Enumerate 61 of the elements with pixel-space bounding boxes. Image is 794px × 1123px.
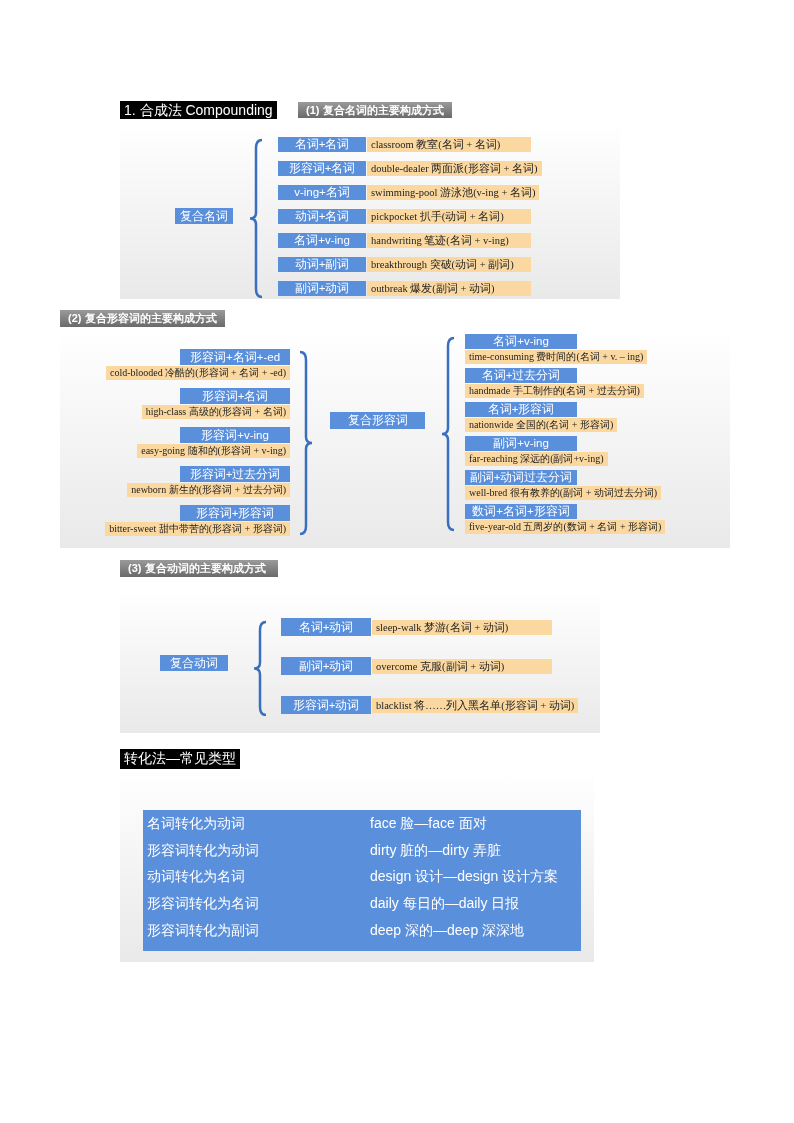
section-heading-bar: (2) 复合形容词的主要构成方式 <box>60 310 225 327</box>
example-box: newborn 新生的(形容词 + 过去分词) <box>127 483 290 497</box>
pattern-box: v-ing+名词 <box>278 185 366 200</box>
pattern-box: 形容词+名词 <box>278 161 366 176</box>
example-text: daily 每日的—daily 日报 <box>370 895 520 914</box>
pattern-box: 名词+v-ing <box>278 233 366 248</box>
pattern-box: 形容词+v-ing <box>180 427 290 443</box>
example-box: well-bred 很有教养的(副词 + 动词过去分词) <box>465 486 662 500</box>
example-box: handwriting 笔迹(名词 + v-ing) <box>367 233 531 248</box>
pattern-box: 形容词+名词+-ed <box>180 349 290 365</box>
pattern-box: 副词+v-ing <box>465 436 577 451</box>
pattern-box: 名词+v-ing <box>465 334 577 349</box>
section-heading-bar: (1) 复合名词的主要构成方式 <box>298 102 452 118</box>
pattern-box: 形容词+名词 <box>180 388 290 404</box>
pattern-box: 形容词+动词 <box>281 696 371 714</box>
rule-text: 动词转化为名词 <box>147 868 245 887</box>
example-text: deep 深的—deep 深深地 <box>370 921 525 940</box>
example-box: high-class 高级的(形容词 + 名词) <box>141 405 290 419</box>
example-box: pickpocket 扒手(动词 + 名词) <box>367 209 531 224</box>
pattern-box: 副词+动词过去分词 <box>465 470 577 485</box>
example-box: overcome 克服(副词 + 动词) <box>372 659 552 674</box>
pattern-box: 动词+名词 <box>278 209 366 224</box>
conversion-table <box>143 810 581 951</box>
pattern-box: 名词+名词 <box>278 137 366 152</box>
pattern-box: 复合动词 <box>160 655 228 671</box>
pattern-box: 动词+副词 <box>278 257 366 272</box>
example-box: nationwide 全国的(名词 + 形容词) <box>465 418 618 432</box>
example-box: time-consuming 费时间的(名词 + v. – ing) <box>465 350 648 364</box>
example-box: cold-blooded 冷酷的(形容词 + 名词 + -ed) <box>106 366 290 380</box>
example-box: classroom 教室(名词 + 名词) <box>367 137 531 152</box>
rule-text: 形容词转化为副词 <box>147 921 259 940</box>
example-text: dirty 脏的—dirty 弄脏 <box>370 841 501 860</box>
pattern-box: 副词+动词 <box>281 657 371 675</box>
pattern-box: 复合名词 <box>175 208 233 224</box>
pattern-box: 数词+名词+形容词 <box>465 504 577 519</box>
example-box: far-reaching 深远的(副词+v-ing) <box>465 452 608 466</box>
example-box: swimming-pool 游泳池(v-ing + 名词) <box>367 185 540 200</box>
example-box: bitter-sweet 甜中带苦的(形容词 + 形容词) <box>105 522 290 536</box>
pattern-box: 复合形容词 <box>330 412 425 429</box>
example-box: handmade 手工制作的(名词 + 过去分词) <box>465 384 644 398</box>
pattern-box: 形容词+形容词 <box>180 505 290 521</box>
title-bar: 1. 合成法 Compounding <box>120 101 277 119</box>
pattern-box: 名词+动词 <box>281 618 371 636</box>
rule-text: 名词转化为动词 <box>147 815 245 833</box>
section-heading-bar: (3) 复合动词的主要构成方式 <box>120 560 278 577</box>
pattern-box: 名词+形容词 <box>465 402 577 417</box>
pattern-box: 形容词+过去分词 <box>180 466 290 482</box>
title-bar: 转化法—常见类型 <box>120 749 240 769</box>
pattern-box: 名词+过去分词 <box>465 368 577 383</box>
example-box: double-dealer 两面派(形容词 + 名词) <box>367 161 542 176</box>
example-text: design 设计—design 设计方案 <box>370 868 559 887</box>
rule-text: 形容词转化为名词 <box>147 895 259 914</box>
example-box: outbreak 爆发(副词 + 动词) <box>367 281 531 296</box>
example-box: easy-going 随和的(形容词 + v-ing) <box>137 444 290 458</box>
pattern-box: 副词+动词 <box>278 281 366 296</box>
example-box: five-year-old 五周岁的(数词 + 名词 + 形容词) <box>465 520 666 534</box>
example-box: sleep-walk 梦游(名词 + 动词) <box>372 620 552 635</box>
rule-text: 形容词转化为动词 <box>147 841 259 860</box>
example-box: breakthrough 突破(动词 + 副词) <box>367 257 531 272</box>
example-text: face 脸—face 面对 <box>370 815 487 833</box>
example-box: blacklist 将……列入黑名单(形容词 + 动词) <box>372 698 579 713</box>
